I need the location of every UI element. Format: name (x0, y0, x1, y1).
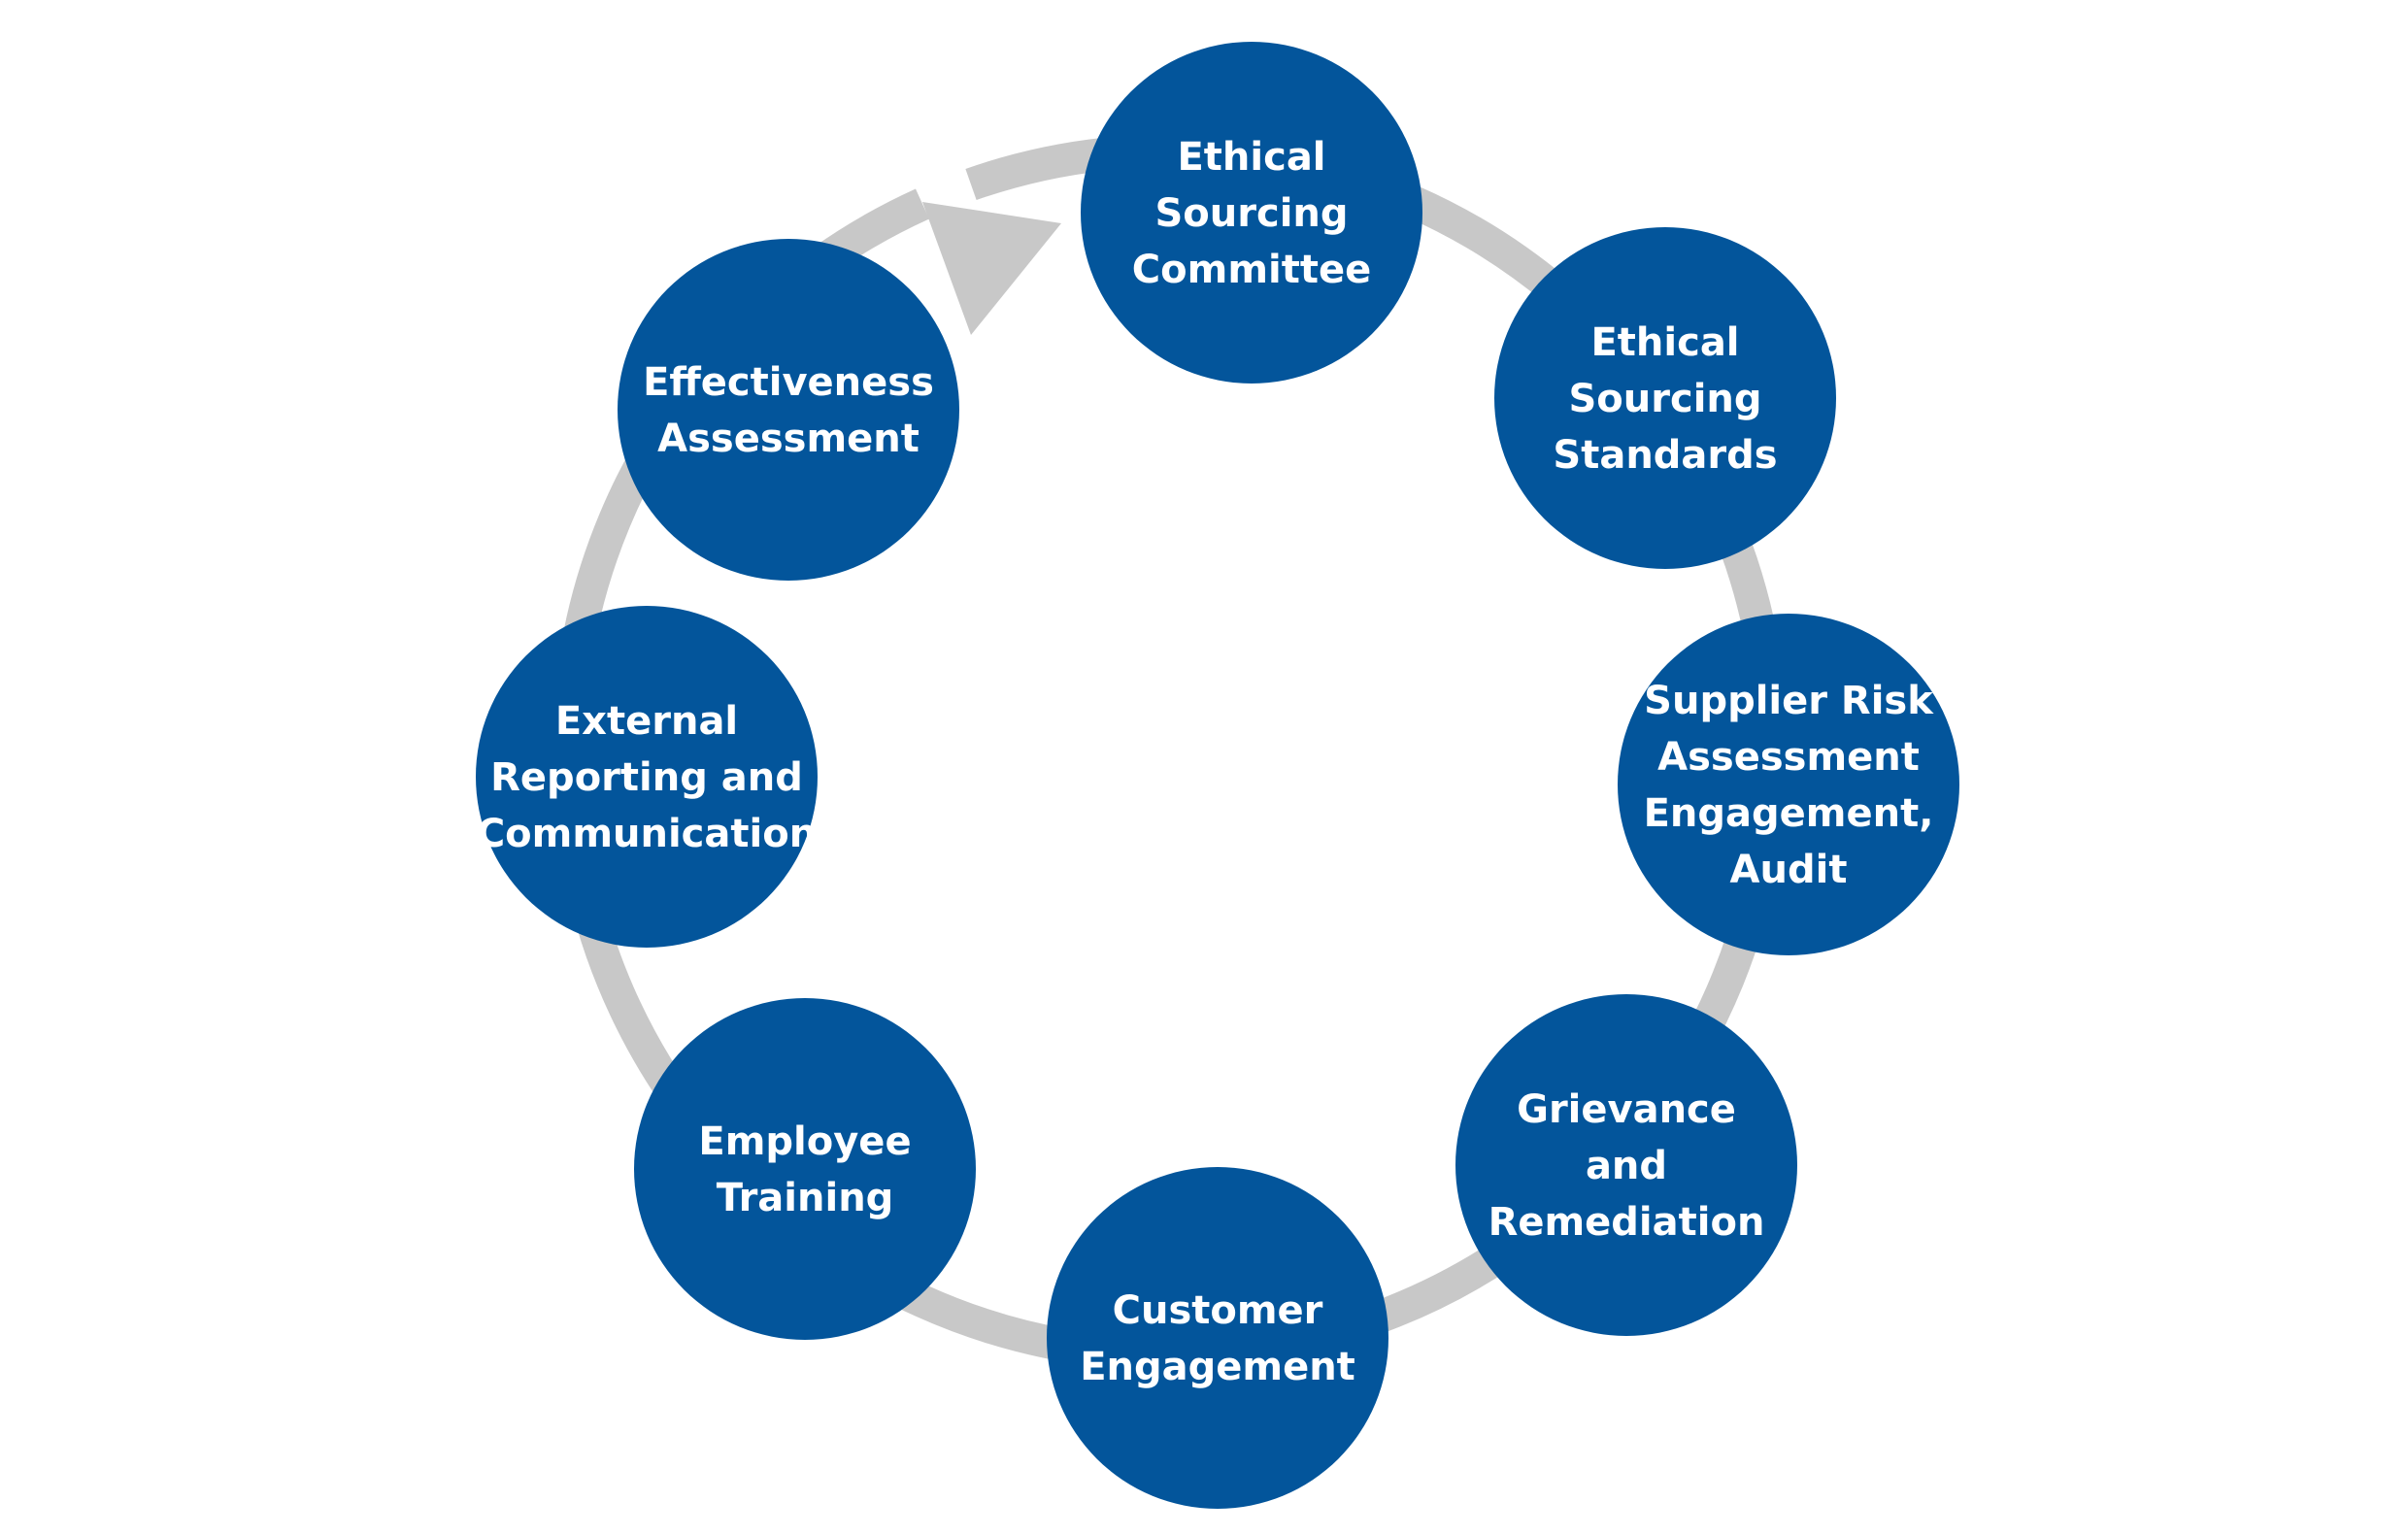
cycle-node-label-line: Engagement, (1644, 791, 1934, 836)
cycle-node-label-line: Assessment (1657, 735, 1920, 780)
cycle-node-label-line: Sourcing (1154, 191, 1348, 236)
cycle-node-label-line: Engagement (1080, 1345, 1355, 1389)
cycle-node-circle (1047, 1167, 1388, 1509)
cycle-node-circle (634, 998, 976, 1340)
cycle-node-label-line: Supplier Risk (1644, 679, 1934, 723)
cycle-node-label-line: Sourcing (1568, 377, 1761, 421)
cycle-arrow-head-icon (922, 202, 1061, 335)
cycle-node-label-line: Audit (1730, 848, 1848, 892)
cycle-node-label-line: Reporting and (490, 755, 803, 800)
cycle-node-circle (1618, 614, 1959, 955)
cycle-node-label-line: Ethical (1177, 135, 1325, 180)
cycle-node-label-line: Assessment (657, 417, 920, 461)
cycle-node-label-line: and (1586, 1144, 1667, 1188)
cycle-node-label-line: Committee (1132, 248, 1371, 292)
cycle-node-circle (1081, 42, 1422, 384)
cycle-node-label-line: External (555, 699, 738, 744)
cycle-node-label-line: Employee (698, 1119, 911, 1164)
cycle-node-label-line: Effectiveness (643, 360, 934, 405)
cycle-nodes: EthicalSourcingCommitteeEthicalSourcingS… (476, 42, 1959, 1509)
cycle-node-label-line: Communication (477, 812, 817, 856)
cycle-node-label-line: Ethical (1590, 320, 1739, 365)
cycle-node-label-line: Customer (1113, 1288, 1323, 1333)
cycle-node-circle (618, 239, 959, 581)
cycle-node-label-line: Grievance (1517, 1087, 1736, 1132)
cycle-node-label-line: Standards (1553, 433, 1777, 478)
cycle-node-circle (1455, 994, 1797, 1336)
cycle-node-circle (1494, 227, 1836, 569)
cycle-node-circle (476, 606, 818, 948)
cycle-node-label-line: Remediation (1488, 1200, 1765, 1245)
cycle-node-label-line: Training (717, 1176, 894, 1220)
